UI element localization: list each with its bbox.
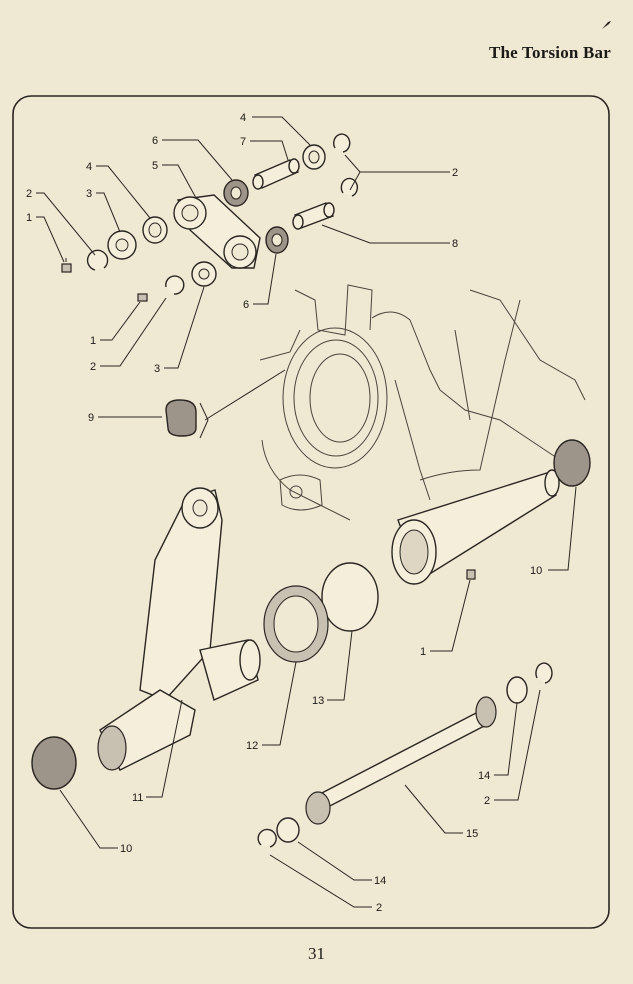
callout-9: 9	[88, 412, 94, 424]
callout-7: 7	[240, 136, 246, 148]
callout-10-right: 10	[530, 565, 542, 577]
callout-2-bar-right: 2	[484, 795, 490, 807]
callout-2-right: 2	[452, 167, 458, 179]
swing-arm-part-11	[97, 487, 261, 771]
callout-1-upper: 1	[26, 212, 32, 224]
callout-12: 12	[246, 740, 258, 752]
callout-14-right: 14	[478, 770, 490, 782]
callout-4-right: 4	[240, 112, 246, 124]
pin-part-8	[292, 202, 335, 230]
callout-13: 13	[312, 695, 324, 707]
pin-part-7	[252, 158, 300, 190]
callout-6-upper: 6	[152, 135, 158, 147]
washer-part-4-right	[302, 144, 326, 170]
washer-part-4-upper	[142, 216, 168, 244]
callout-15: 15	[466, 828, 478, 840]
needle-bearing-part-6-upper	[223, 179, 249, 207]
link-plate-part-5	[173, 194, 261, 269]
callout-14-left: 14	[374, 875, 386, 887]
bush-part-12	[263, 585, 329, 663]
screw-part-1-lower	[137, 293, 148, 302]
cap-part-10-left	[31, 736, 77, 790]
circlip-part-2-bar-left	[257, 828, 277, 848]
screw-part-1-upper	[61, 258, 72, 273]
callout-3-lower: 3	[154, 363, 160, 375]
callout-1-lower: 1	[90, 335, 96, 347]
needle-bearing-part-6-lower	[265, 226, 289, 254]
cap-part-10-right	[553, 439, 591, 487]
circlip-part-2-bar-right	[535, 662, 553, 684]
callout-11: 11	[132, 792, 143, 804]
callout-8: 8	[452, 238, 458, 250]
plug-part-9	[165, 399, 197, 437]
sealing-ring-part-13	[321, 562, 379, 632]
callout-5: 5	[152, 160, 158, 172]
callout-2-lower: 2	[90, 361, 96, 373]
callout-labels: 1 2 3 4 5 6 7 4 2 8 6 1 2 3 9 10 1 13 12…	[26, 112, 542, 914]
callout-4-upper: 4	[86, 161, 92, 173]
ink-mark-icon	[602, 21, 611, 29]
callout-2-bar-left: 2	[376, 902, 382, 914]
callout-10-left: 10	[120, 843, 132, 855]
callout-3-upper: 3	[86, 188, 92, 200]
torsion-bar-part-15	[305, 696, 497, 825]
leader-lines	[36, 116, 577, 908]
washer-part-14-right	[506, 676, 528, 704]
diagram-frame	[12, 95, 610, 929]
grease-nipple-part-1	[466, 569, 476, 580]
page-title: The Torsion Bar	[488, 43, 611, 62]
circlip-part-2-right-top	[333, 133, 351, 153]
page-number: 31	[308, 944, 325, 963]
washer-part-14-left	[276, 817, 300, 843]
frame-housing-sketch	[259, 284, 586, 521]
circlip-part-2-upper	[86, 249, 109, 271]
callout-6-lower: 6	[243, 299, 249, 311]
lock-washer-part-3-upper	[107, 230, 137, 260]
torsion-bar-tube	[391, 469, 560, 585]
callout-2-upper: 2	[26, 188, 32, 200]
circlip-part-2-lower	[165, 275, 185, 295]
callout-1-nipple: 1	[420, 646, 426, 658]
lock-washer-part-3-lower	[191, 261, 217, 287]
circlip-part-2-right-bottom	[340, 177, 359, 197]
